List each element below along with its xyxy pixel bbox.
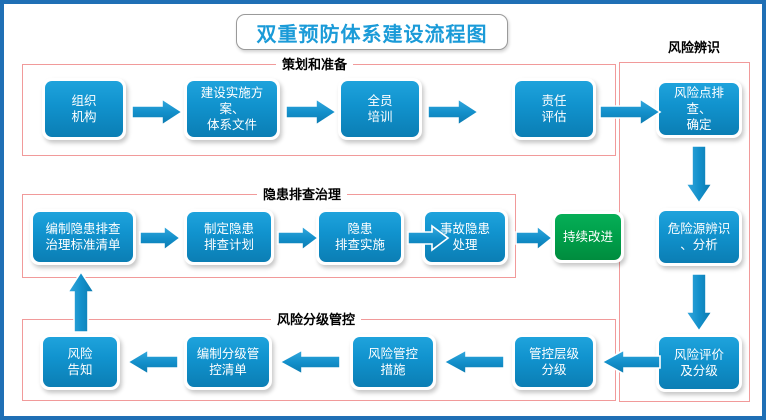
diagram-title-box: 双重预防体系建设流程图: [236, 14, 508, 50]
panel-control-label: 风险分级管控: [271, 312, 362, 327]
panel-identification-label: 风险辨识: [662, 40, 727, 55]
node-risk-notification-label: 风险告知: [43, 337, 117, 387]
node-risk-notification[interactable]: 风险告知: [40, 334, 120, 390]
arrow-left-control-1: [126, 348, 180, 376]
arrow-down-identification-2: [684, 273, 714, 333]
node-hazard-source-analysis-label: 危险源辨识、分析: [659, 211, 739, 263]
node-hazard-standard-list-label: 编制隐患排查治理标准清单: [33, 212, 133, 262]
arrow-right-planning-3: [427, 97, 480, 127]
node-continuous-improvement[interactable]: 持续改进: [552, 211, 624, 263]
node-risk-evaluation-grading-label: 风险评价及分级: [659, 337, 739, 389]
node-all-staff-training-label: 全员培训: [341, 81, 419, 137]
node-graded-control-list-label: 编制分级管控清单: [187, 337, 269, 387]
node-hazard-standard-list[interactable]: 编制隐患排查治理标准清单: [30, 209, 136, 265]
arrow-down-identification-1: [684, 145, 714, 205]
node-hazard-source-analysis[interactable]: 危险源辨识、分析: [656, 208, 742, 266]
panel-planning-label: 策划和准备: [276, 57, 354, 72]
node-responsibility-assessment-label: 责任评估: [515, 81, 593, 137]
node-control-level-grading-label: 管控层级分级: [515, 337, 593, 387]
arrow-right-to-improvement: [515, 224, 554, 252]
node-responsibility-assessment[interactable]: 责任评估: [512, 78, 596, 140]
node-risk-control-measures-label: 风险管控措施: [353, 337, 433, 387]
node-hazard-execution[interactable]: 隐患排查实施: [316, 209, 404, 265]
node-all-staff-training[interactable]: 全员培训: [338, 78, 422, 140]
node-accident-hazard-handling[interactable]: 事故隐患处理: [422, 209, 508, 265]
node-organization-label: 组织机构: [45, 81, 123, 137]
node-implementation-plan[interactable]: 建设实施方案、体系文件: [184, 78, 280, 140]
node-implementation-plan-label: 建设实施方案、体系文件: [187, 81, 277, 137]
arrow-left-control-2: [278, 348, 342, 376]
arrow-right-hazard-3: [407, 224, 450, 252]
arrow-right-hazard-2: [277, 224, 320, 252]
node-risk-point-survey-label: 风险点排查、确定: [659, 83, 739, 135]
node-hazard-plan-label: 制定隐患排查计划: [187, 212, 271, 262]
page-title: 双重预防体系建设流程图: [256, 23, 488, 46]
node-control-level-grading[interactable]: 管控层级分级: [512, 334, 596, 390]
node-hazard-execution-label: 隐患排查实施: [319, 212, 401, 262]
arrow-left-control-3: [442, 348, 506, 376]
node-organization[interactable]: 组织机构: [42, 78, 126, 140]
arrow-up-control-to-hazard: [66, 270, 96, 334]
node-graded-control-list[interactable]: 编制分级管控清单: [184, 334, 272, 390]
arrow-right-planning-1: [131, 97, 184, 127]
arrow-left-from-evaluation: [600, 348, 662, 376]
arrow-right-planning-2: [285, 97, 338, 127]
arrow-right-to-identification: [599, 97, 662, 127]
arrow-right-hazard-1: [139, 224, 182, 252]
node-risk-evaluation-grading[interactable]: 风险评价及分级: [656, 334, 742, 392]
node-risk-point-survey[interactable]: 风险点排查、确定: [656, 80, 742, 138]
node-hazard-plan[interactable]: 制定隐患排查计划: [184, 209, 274, 265]
panel-hazard-label: 隐患排查治理: [257, 187, 348, 202]
node-continuous-improvement-label: 持续改进: [555, 214, 621, 260]
node-risk-control-measures[interactable]: 风险管控措施: [350, 334, 436, 390]
